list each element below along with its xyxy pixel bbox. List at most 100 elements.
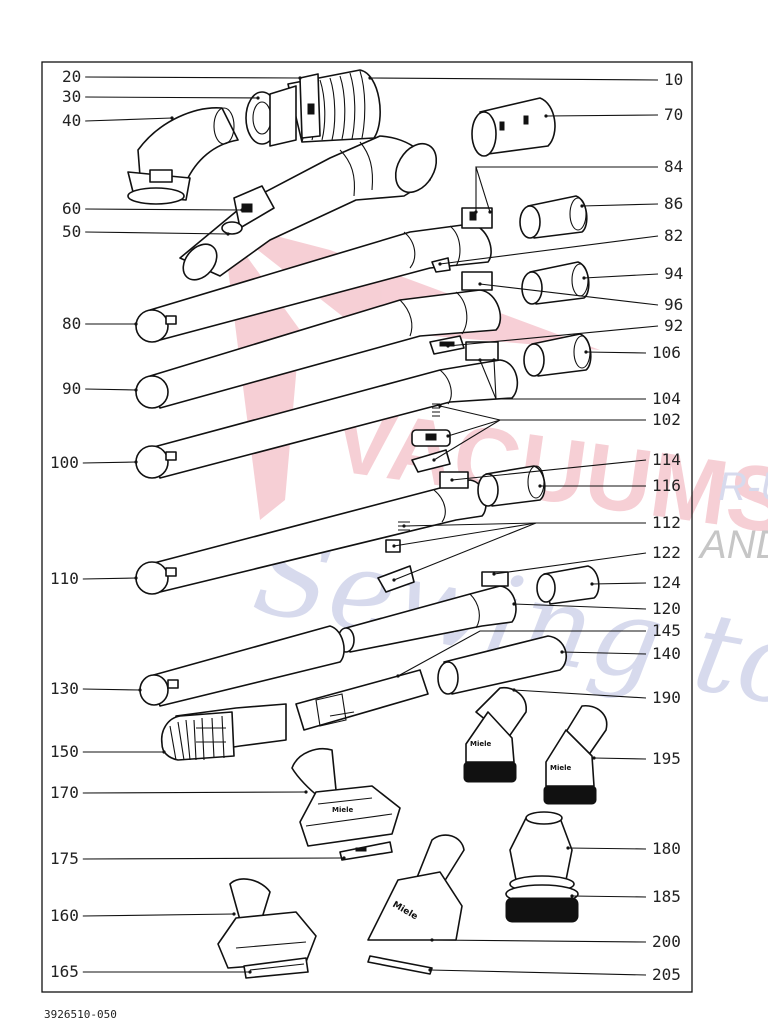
watermark-sub1: R-U	[718, 465, 768, 509]
coupler-part-94	[521, 261, 590, 305]
part-label-170: 170	[50, 783, 79, 802]
leader-dot-145	[396, 674, 400, 678]
upholstery-nozzle-part-170: Miele	[291, 748, 401, 847]
leader-dot-180	[566, 846, 570, 850]
part-label-92: 92	[664, 316, 683, 335]
leader-dot-170	[304, 790, 308, 794]
leader-dot-102-3	[432, 458, 436, 462]
part-label-100: 100	[50, 453, 79, 472]
leader-line-140	[561, 651, 647, 655]
leader-dot-60	[240, 208, 244, 212]
leader-line-106	[585, 351, 647, 354]
part-label-140: 140	[652, 644, 681, 663]
leader-line-20	[85, 76, 301, 79]
brush-part-150	[160, 703, 287, 761]
part-label-114: 114	[652, 450, 681, 469]
leader-dot-102-1	[438, 404, 442, 408]
leader-line-82	[439, 235, 659, 265]
part-label-165: 165	[50, 962, 79, 981]
coupler-part-116	[477, 465, 546, 507]
part-label-180: 180	[652, 839, 681, 858]
svg-text:Miele: Miele	[470, 740, 492, 748]
leader-line-94	[583, 273, 659, 279]
leader-line-205	[429, 969, 647, 976]
coupler-part-86	[519, 195, 588, 239]
leader-line-60	[85, 208, 243, 211]
leader-dot-205	[428, 968, 432, 972]
leader-dot-96	[478, 282, 482, 286]
part-label-50: 50	[62, 222, 81, 241]
elbow-part-40	[127, 107, 239, 205]
leader-line-145	[397, 630, 646, 677]
part-label-130: 130	[50, 679, 79, 698]
leader-dot-122	[492, 572, 496, 576]
strip-part-205	[367, 955, 433, 975]
part-label-102: 102	[652, 410, 681, 429]
leader-line-190	[513, 689, 647, 699]
leader-dot-94	[582, 276, 586, 280]
part-label-190: 190	[652, 688, 681, 707]
part-label-90: 90	[62, 379, 81, 398]
leader-dot-106	[584, 350, 588, 354]
part-label-150: 150	[50, 742, 79, 761]
part-label-160: 160	[50, 906, 79, 925]
handle-tube-part-50	[179, 135, 438, 281]
nozzle-part-200: Miele	[367, 834, 465, 941]
round-brush-part-180	[505, 811, 579, 923]
leader-dot-112-3	[392, 578, 396, 582]
part-label-124: 124	[652, 573, 681, 592]
leader-line-112-3	[393, 522, 646, 581]
diagram-frame	[41, 61, 693, 993]
coupler-part-106	[523, 333, 592, 377]
hose-part-10	[245, 69, 381, 147]
leader-dot-112-2	[392, 544, 396, 548]
leader-dot-10	[368, 76, 372, 80]
leader-dot-120	[512, 602, 516, 606]
leader-line-90	[85, 388, 137, 391]
leader-dot-190	[512, 688, 516, 692]
part-label-94: 94	[664, 264, 683, 283]
tube-part-90	[135, 271, 502, 409]
part-label-60: 60	[62, 199, 81, 218]
leader-line-10	[369, 77, 659, 81]
tube-part-120	[337, 571, 517, 653]
part-label-195: 195	[652, 749, 681, 768]
leader-dot-195	[592, 756, 596, 760]
part-label-106: 106	[652, 343, 681, 362]
part-label-86: 86	[664, 194, 683, 213]
leader-dot-104-2	[492, 358, 496, 362]
leader-dot-112-1	[402, 524, 406, 528]
leader-dot-30	[256, 96, 260, 100]
part-label-205: 205	[652, 965, 681, 984]
leader-dot-100	[134, 460, 138, 464]
leader-line-104-2	[493, 359, 646, 400]
leader-dot-86	[580, 204, 584, 208]
leader-dot-102-2	[446, 434, 450, 438]
part-label-104: 104	[652, 389, 681, 408]
dusting-brush-part-195: Miele	[543, 705, 608, 805]
part-label-116: 116	[652, 476, 681, 495]
part-label-20: 20	[62, 67, 81, 86]
leader-line-86	[581, 203, 659, 207]
coupler-part-124	[536, 565, 600, 605]
strip-part-165	[243, 957, 309, 979]
leader-line-40	[85, 117, 173, 122]
leader-dot-80	[134, 322, 138, 326]
part-label-84: 84	[664, 157, 683, 176]
leader-line-130	[82, 688, 141, 691]
leader-lines	[82, 76, 659, 976]
part-label-122: 122	[652, 543, 681, 562]
strip-part-175	[339, 841, 393, 861]
leader-dot-92	[446, 344, 450, 348]
part-labels: 1020304050607080828486909294961001021041…	[50, 67, 683, 984]
part-label-145: 145	[652, 621, 681, 640]
tube-part-130	[139, 625, 345, 707]
leader-dot-165	[248, 970, 252, 974]
svg-text:Miele: Miele	[550, 764, 572, 772]
leader-line-170	[82, 791, 307, 794]
part-label-30: 30	[62, 87, 81, 106]
leader-dot-160	[232, 912, 236, 916]
leader-dot-140	[560, 650, 564, 654]
part-label-200: 200	[652, 932, 681, 951]
